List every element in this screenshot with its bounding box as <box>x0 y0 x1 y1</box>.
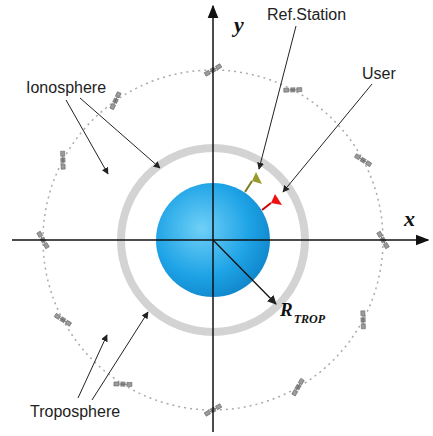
radius-label: R <box>280 300 293 319</box>
user-marker <box>262 194 282 210</box>
radius-arrow <box>213 240 276 304</box>
x-axis <box>12 239 428 241</box>
callout-label: Troposphere <box>30 404 120 420</box>
y-axis <box>212 6 214 432</box>
callout-label: Ionosphere <box>26 80 106 96</box>
callout-label: User <box>362 66 396 82</box>
satellite-icon <box>354 153 372 167</box>
leader-line <box>92 312 148 400</box>
leader-line <box>78 335 107 398</box>
leader-line <box>80 98 160 168</box>
callout-label: Ref.Station <box>267 7 346 23</box>
axis-label: x <box>404 208 415 230</box>
satellite-icon <box>360 311 366 329</box>
satellite-icon <box>54 313 72 327</box>
satellite-icon <box>291 378 304 396</box>
satellite-icon <box>284 87 302 93</box>
leader-line <box>283 84 372 192</box>
leader-line <box>66 100 108 174</box>
radius-subscript: TROP <box>294 313 325 325</box>
satellite-icon <box>114 381 132 387</box>
ref-station-marker <box>245 172 262 192</box>
satellite-icon <box>60 151 66 169</box>
leader-line <box>259 26 296 169</box>
axis-label: y <box>234 14 244 36</box>
satellite-icon <box>109 91 121 109</box>
